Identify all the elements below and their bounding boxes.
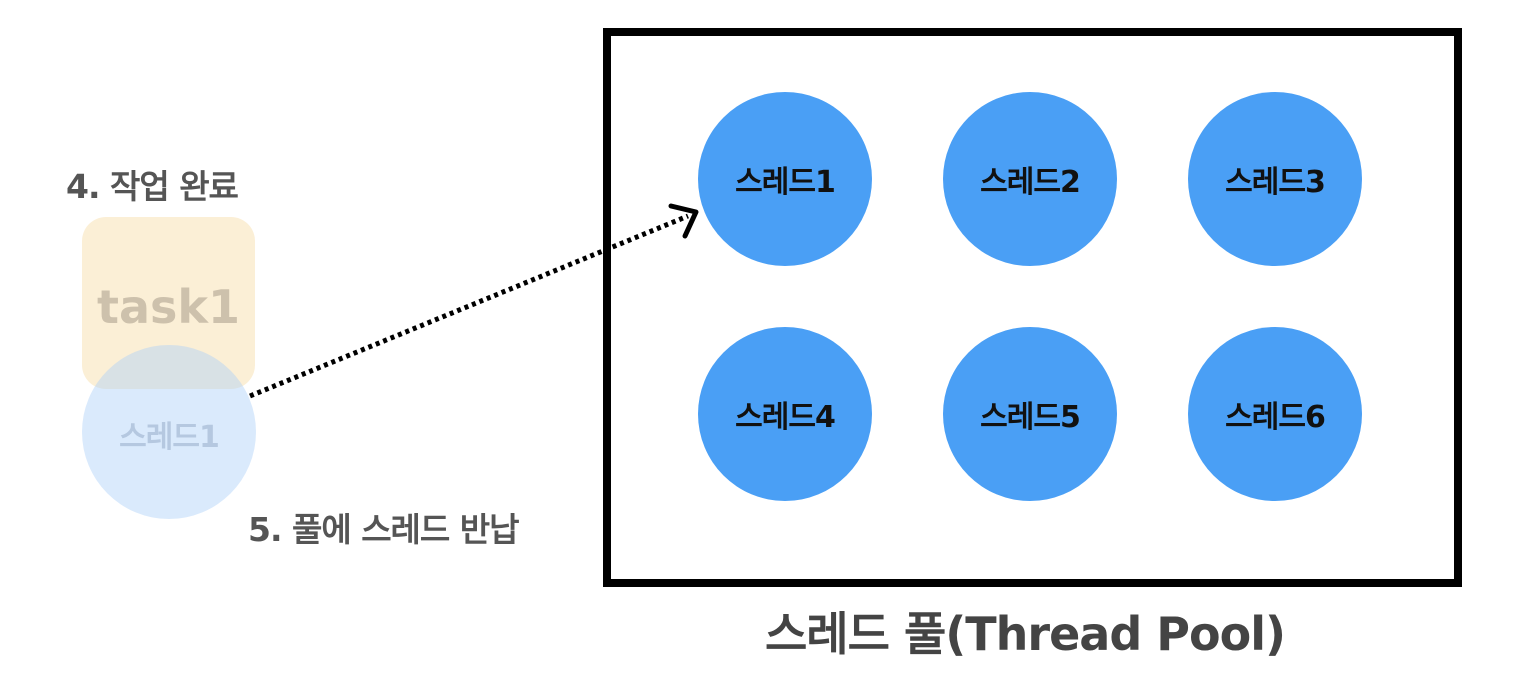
returning-thread-circle	[82, 345, 256, 519]
pool-thread-3-label: 스레드3	[1225, 165, 1326, 200]
pool-thread-5-label: 스레드5	[980, 400, 1081, 435]
return-arrow-line	[249, 213, 689, 399]
thread-pool-caption: 스레드 풀(Thread Pool)	[764, 607, 1286, 661]
step-complete-label: 4. 작업 완료	[66, 167, 239, 206]
return-arrow-head	[668, 203, 699, 239]
pool-thread-1: 스레드1	[698, 92, 872, 266]
pool-thread-4-label: 스레드4	[735, 400, 836, 435]
pool-thread-4: 스레드4	[698, 327, 872, 501]
task-box	[82, 217, 255, 389]
pool-thread-6-label: 스레드6	[1225, 400, 1326, 435]
pool-thread-3: 스레드3	[1188, 92, 1362, 266]
pool-thread-6: 스레드6	[1188, 327, 1362, 501]
task-label: task1	[96, 280, 240, 334]
pool-thread-5: 스레드5	[943, 327, 1117, 501]
step-return-label: 5. 풀에 스레드 반납	[248, 510, 519, 549]
returning-thread-label: 스레드1	[119, 420, 220, 455]
pool-thread-2: 스레드2	[943, 92, 1117, 266]
pool-thread-1-label: 스레드1	[735, 165, 836, 200]
pool-thread-2-label: 스레드2	[980, 165, 1081, 200]
